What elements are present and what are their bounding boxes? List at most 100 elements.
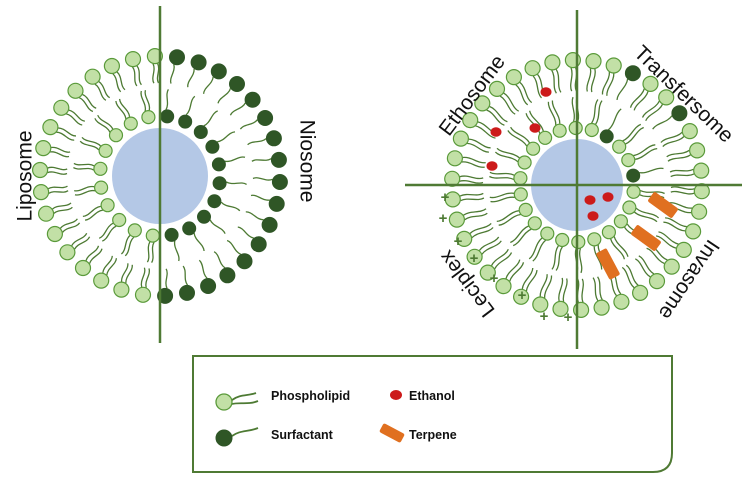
lipid-tail — [47, 185, 68, 190]
phospholipid-head — [93, 161, 108, 176]
lipid-tail — [247, 138, 267, 146]
ethanol-drop — [490, 127, 502, 137]
phospholipid-head — [488, 80, 506, 98]
lipid-tail — [638, 255, 655, 275]
lipid-tail — [203, 110, 218, 127]
lipid-tail — [494, 252, 513, 270]
phospholipid-head — [540, 226, 555, 241]
lipid-tail — [49, 151, 70, 158]
lipid-tail — [250, 194, 271, 201]
phospholipid-head — [555, 232, 570, 248]
phospholipid-head — [93, 272, 110, 289]
lipid-tail — [209, 219, 226, 234]
phospholipid-head — [613, 293, 630, 310]
lipid-tail — [528, 237, 543, 260]
lipid-tail — [667, 154, 691, 162]
lipid-tail — [152, 63, 155, 84]
plus-charge: + — [564, 309, 573, 326]
lipid-tail — [217, 88, 232, 104]
lipid-tail — [202, 76, 214, 94]
lipid-tail — [81, 136, 102, 147]
lipid-tail — [74, 185, 95, 192]
lipid-tail — [525, 113, 541, 134]
phospholipid-head — [537, 130, 553, 145]
lipid-tail — [490, 196, 515, 203]
liposome-niosome-vesicle — [31, 6, 288, 343]
lipid-tail — [660, 131, 683, 143]
ethanol-drop — [486, 161, 498, 171]
surfactant-head — [193, 125, 208, 139]
lipid-tail — [74, 236, 91, 250]
surfactant-head — [257, 110, 274, 126]
phospholipid-head — [452, 130, 469, 147]
phospholipid-head — [42, 118, 59, 136]
lipid-tail — [79, 140, 100, 151]
phospholipid-head — [568, 120, 583, 136]
phospholipid-head — [479, 264, 496, 281]
phospholipid-head — [93, 180, 109, 195]
lipid-tail — [245, 211, 264, 221]
phospholipid-head — [585, 52, 602, 70]
lipid-tail — [641, 100, 660, 118]
phospholipid-head — [37, 205, 55, 222]
surfactant-head — [599, 129, 614, 144]
lipid-tail — [115, 100, 127, 120]
lipid-tail — [252, 177, 273, 181]
phospholipid-head — [31, 161, 49, 179]
phospholipid-head — [444, 191, 461, 208]
lipid-tail — [140, 90, 147, 112]
terpene-rod — [596, 248, 620, 280]
lipid-tail — [48, 190, 69, 194]
phospholipid-head — [622, 200, 637, 215]
plus-charge: + — [490, 270, 499, 287]
surfactant-head — [244, 91, 261, 108]
lipid-tail — [187, 68, 195, 88]
lipid-tail — [151, 241, 155, 263]
surfactant-head — [169, 49, 185, 66]
lipid-tail — [639, 167, 664, 174]
lipid-tail — [543, 275, 553, 299]
phospholipid-head — [108, 128, 124, 143]
surfactant-head — [179, 284, 195, 301]
lipid-tail — [539, 274, 548, 297]
legend-ethanol-symbol — [390, 390, 402, 400]
phospholipid-head — [145, 228, 160, 243]
phospholipid-head — [46, 225, 64, 243]
lipid-tail — [621, 266, 635, 289]
phospholipid-head — [448, 211, 465, 228]
lipid-tail — [229, 102, 246, 116]
lipid-tail — [97, 114, 114, 130]
lipid-tail — [112, 73, 122, 93]
phospholipid-head — [123, 116, 138, 131]
lipid-tail — [58, 127, 77, 137]
lipid-tail — [144, 90, 151, 111]
phospholipid-head — [693, 183, 710, 200]
lipid-tail — [239, 119, 258, 130]
surfactant-head — [205, 139, 220, 154]
phospholipid-head — [525, 141, 541, 156]
lipid-tail — [555, 68, 562, 93]
lipid-tail — [120, 234, 131, 255]
lipid-tail — [165, 89, 169, 111]
lipid-tail — [634, 211, 658, 223]
lipid-tail — [532, 75, 543, 99]
surfactant-head — [207, 194, 222, 209]
lipid-tail — [145, 268, 151, 288]
lipid-tail — [525, 269, 538, 292]
lipid-tail — [464, 212, 488, 221]
ethanol-drop — [529, 123, 541, 133]
lipid-tail — [146, 241, 151, 263]
lipid-tail — [193, 232, 205, 252]
lipid-tail — [505, 259, 521, 279]
plus-charge: + — [454, 233, 463, 250]
phospholipid-head — [587, 232, 602, 247]
legend-surfactant-symbol — [215, 427, 259, 447]
lipid-tail — [551, 69, 557, 94]
legend-phospholipid-label: Phospholipid — [271, 389, 350, 403]
lipid-tail — [47, 166, 68, 171]
lipid-tail — [124, 236, 135, 257]
lipid-tail — [512, 228, 532, 247]
phospholipid-head — [127, 223, 142, 238]
ethanol-drop — [584, 195, 596, 205]
